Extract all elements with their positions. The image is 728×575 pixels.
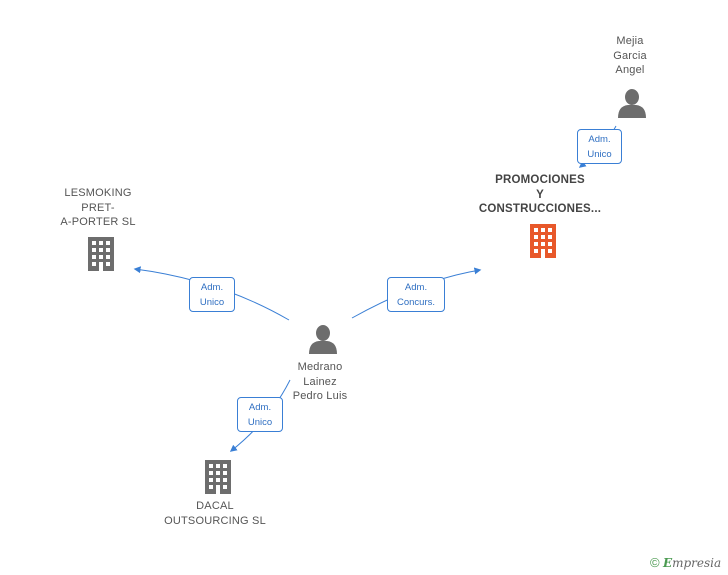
label-line: Angel [615,64,645,76]
label-line: PRET- [81,201,115,214]
relation-line: Unico [199,297,225,308]
brand-initial: E [662,556,673,570]
relation-badge-medrano-promociones[interactable]: Adm. Concurs. [387,277,445,312]
relation-line: Concurs. [396,297,435,308]
relation-line: Adm. [200,282,224,293]
label-line: Medrano [297,361,343,373]
relation-line: Adm. [248,402,272,413]
building-icon[interactable] [85,237,117,271]
company-lesmoking-label[interactable]: LESMOKING PRET- A-PORTER SL [48,186,148,230]
person-mejia-label[interactable]: Mejia Garcia Angel [590,34,670,78]
person-icon[interactable] [307,324,339,354]
relation-line: Adm. [404,282,428,293]
label-line: Garcia [613,49,647,62]
company-dacal-label[interactable]: DACAL OUTSOURCING SL [155,499,275,528]
person-medrano-label[interactable]: Medrano Lainez Pedro Luis [270,360,370,404]
relation-line: Unico [247,417,273,428]
person-icon[interactable] [616,88,648,118]
brand-name: mpresia [672,556,722,570]
relation-badge-medrano-lesmoking[interactable]: Adm. Unico [189,277,235,312]
empresia-logo: © Empresia [650,555,721,573]
building-icon[interactable] [527,224,559,258]
label-line: LESMOKING [64,187,132,199]
label-line: DACAL [196,500,234,512]
label-line: CONSTRUCCIONES... [478,203,602,215]
relation-line: Adm. [588,134,611,145]
label-line: Lainez [303,375,337,388]
label-line: A-PORTER SL [60,216,136,228]
copyright-symbol: © [650,555,660,570]
relation-badge-mejia-promociones[interactable]: Adm. Unico [577,129,622,164]
relation-line: Unico [587,149,612,160]
label-line: Pedro Luis [292,390,348,402]
relation-badge-medrano-dacal[interactable]: Adm. Unico [237,397,283,432]
label-line: Mejia [616,35,644,47]
company-promociones-label[interactable]: PROMOCIONES Y CONSTRUCCIONES... [460,173,620,217]
label-line: Y [536,188,544,201]
building-icon[interactable] [202,460,234,494]
label-line: PROMOCIONES [495,174,585,186]
label-line: OUTSOURCING SL [164,514,266,527]
